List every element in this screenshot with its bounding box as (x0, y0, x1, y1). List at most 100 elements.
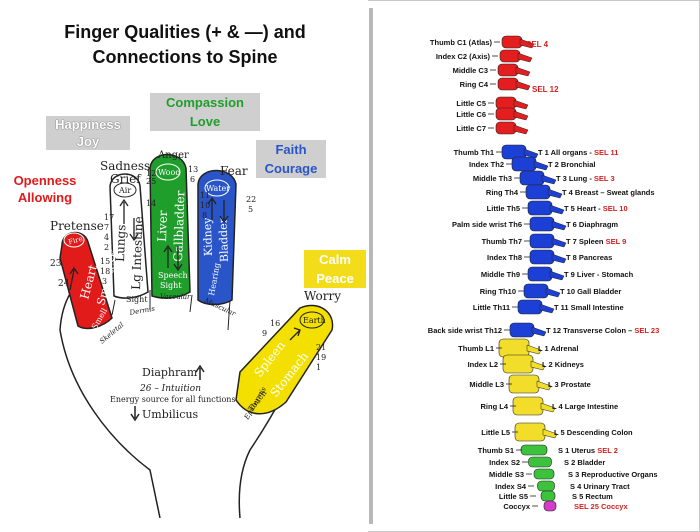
middle-finger (149, 153, 191, 299)
point-24: 24 (58, 279, 70, 289)
vertebra (514, 422, 558, 442)
spine-left-label: Ring C4 (460, 80, 489, 89)
spine-right-label: S 1 Uterus SEL 2 (558, 446, 618, 455)
vertebra-body (497, 77, 519, 91)
spine-left-label: Index Th8 (487, 253, 522, 262)
spine-left-label: Thumb C1 (Atlas) (430, 38, 493, 47)
vertebra (527, 266, 565, 282)
sense-sight: Sight (126, 295, 148, 304)
badge-calm-line-1: Calm (319, 252, 351, 267)
palm-umbilicus: Umbilicus (142, 408, 199, 421)
vertebra-process (549, 270, 565, 281)
spine-right-label-text: T 5 Heart - (564, 204, 603, 213)
spine-sel-label: SEL 2 (597, 446, 618, 455)
badge-openness-line-1: Openness (13, 173, 77, 188)
point-7: 7 (104, 223, 109, 232)
spine-right-label-text: T 2 Bronchial (548, 160, 596, 169)
badge-faith-line-1: Faith (275, 142, 307, 157)
vertebra-body (543, 500, 557, 512)
vertebra (528, 456, 552, 468)
point-11: 11 (200, 191, 210, 200)
point-17: 17 (104, 213, 114, 222)
badge-compassion-line-2: Love (189, 114, 221, 129)
vertebra-process (542, 428, 558, 439)
vertebra-process (549, 204, 565, 215)
vertebra-process (545, 287, 561, 298)
palm-diaphram: Diaphram (142, 366, 198, 379)
vertebra (540, 490, 556, 502)
spine-left-label: Little C6 (456, 110, 486, 119)
point-21: 21 (316, 343, 326, 352)
organ-lg-intestine: Lg Intestine (129, 216, 146, 290)
spine-right-label: L 4 Large Intestine (552, 402, 618, 411)
spine-left-label: Little C7 (456, 124, 486, 133)
spine-right-label-text: S 3 Reproductive Organs (568, 470, 658, 479)
spine-left-label: Little Th5 (487, 204, 520, 213)
point-22: 22 (246, 195, 256, 204)
spine-left-label: Coccyx (503, 502, 531, 511)
point-25: 25 (146, 177, 156, 186)
spine-right-label: L 1 Adrenal (538, 344, 578, 353)
spine-left-label: Thumb S1 (478, 446, 514, 455)
index-finger-arrows (207, 196, 229, 224)
sel-12: SEL 12 (532, 85, 559, 94)
vertebra-body (498, 338, 530, 358)
spine-left-label: Ring Th10 (480, 287, 516, 296)
spine-left-label: Little L5 (481, 428, 510, 437)
point-12: 12 (146, 169, 156, 178)
point-14: 14 (146, 199, 156, 208)
vertebra-process (540, 402, 556, 413)
vertebra-body (525, 184, 551, 200)
vertebra (529, 249, 567, 265)
vertebra (533, 468, 555, 480)
palm-intuition: 26 – Intuition (139, 384, 201, 394)
emotion-worry: Worry (304, 289, 341, 303)
point-5: 5 (248, 205, 253, 214)
page-title: Finger Qualities (+ & —) and Connections… (20, 20, 350, 70)
little-finger-arrows (69, 266, 79, 291)
vertebra-body (519, 170, 545, 186)
spine-right-label-text: T 1 All organs - (538, 148, 594, 157)
sense-sight-2: Sight (160, 281, 182, 290)
vertebra-process (541, 174, 557, 185)
organ-kidney: Kidney (201, 217, 215, 257)
spine-right-label-text: T 7 Spleen (566, 237, 606, 246)
spine-panel: Thumb C1 (Atlas)Index C2 (Axis)Middle C3… (374, 8, 694, 524)
spine-right-label: S 2 Bladder (564, 458, 605, 467)
spine-right-label-text: L 1 Adrenal (538, 344, 578, 353)
point-13: 13 (188, 165, 198, 174)
spine-right-label: T 8 Pancreas (566, 253, 612, 262)
point-19: 19 (316, 353, 326, 362)
vertebra-body (529, 249, 555, 265)
spine-right-label: T 2 Bronchial (548, 160, 596, 169)
index-finger (197, 169, 237, 306)
vertebra-process (533, 160, 549, 171)
spine-right-label-text: T 4 Breast – Sweat glands (562, 188, 655, 197)
spine-left-label: Middle S3 (489, 470, 524, 479)
title-line-2: Connections to Spine (92, 47, 278, 67)
hand-diagram: Fire Air Wood Water Earth Pretense Sadne… (50, 150, 341, 519)
vertebra (497, 63, 531, 77)
point-9: 9 (262, 329, 267, 338)
vertebra-body (495, 107, 517, 121)
emotion-anger: Anger (157, 150, 189, 161)
vertebra-body (528, 456, 552, 468)
spine-right-label: T 11 Small Intestine (554, 303, 624, 312)
palm-energy: Energy source for all functions (110, 395, 236, 404)
spine-right-label: T 9 Liver - Stomach (564, 270, 634, 279)
organ-bladder: Bladder (216, 217, 231, 262)
vertebra (499, 49, 533, 63)
spine-right-label: L 5 Descending Colon (554, 428, 633, 437)
vertebra-body (512, 396, 544, 416)
spine-left-label: Middle L3 (469, 380, 504, 389)
badge-compassion: Compassion Love (150, 93, 260, 131)
vertebra-process (551, 253, 567, 264)
vertebra-process (530, 360, 546, 371)
point-16: 16 (270, 319, 280, 328)
spine-right-label: L 2 Kidneys (542, 360, 584, 369)
point-1: 1 (316, 363, 321, 372)
spine-right-label-text: L 3 Prostate (548, 380, 591, 389)
title-line-1: Finger Qualities (+ & —) and (64, 22, 306, 42)
vertebra-process (519, 38, 535, 49)
spine-right-label-text: S 2 Bladder (564, 458, 605, 467)
